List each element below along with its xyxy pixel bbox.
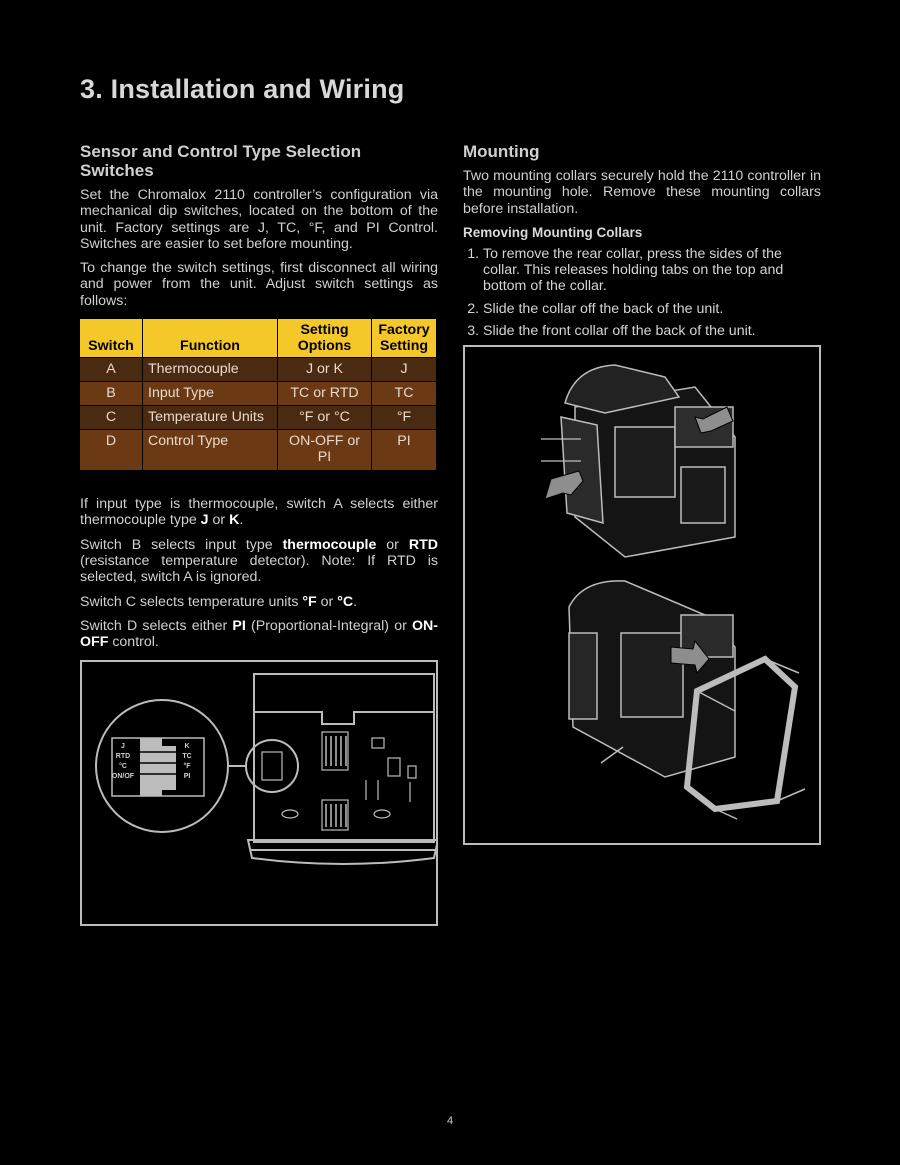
cell-factory: PI [371, 429, 436, 471]
table-row: D Control Type ON-OFF or PI PI [80, 429, 436, 471]
cell-options: °F or °C [277, 405, 372, 430]
mounting-collar-illustration [541, 364, 806, 821]
list-item: Slide the collar off the back of the uni… [483, 301, 821, 317]
section-heading-mounting: Mounting [463, 142, 540, 161]
paragraph-change-settings: To change the switch settings, first dis… [80, 260, 438, 309]
arrow-icon [544, 470, 584, 501]
cell-options: TC or RTD [277, 381, 372, 406]
dip-label-right: TC [182, 753, 191, 760]
controller-unit-front-collar [568, 580, 736, 779]
controller-top-edge [254, 711, 434, 726]
dip-switch-illustration: J RTD °C ON/OF K TC °F PI [95, 673, 436, 866]
cell-options: ON-OFF or PI [277, 429, 372, 471]
cell-function: Input Type [142, 381, 278, 406]
note-switch-c: Switch C selects temperature units °F or… [80, 593, 358, 610]
collar-steps-list: To remove the rear collar, press the sid… [463, 246, 821, 339]
slide-arrow-icon [670, 640, 710, 675]
cell-factory: °F [371, 405, 436, 430]
dip-label-left: ON/OF [112, 773, 135, 780]
controller-unit-rear-collar [560, 364, 736, 559]
section-heading-switches: Sensor and Control Type Selection Switch… [80, 142, 362, 180]
dip-label-right: K [184, 743, 189, 750]
paragraph-config: Set the Chromalox 2110 controller’s conf… [80, 187, 438, 252]
table-row: B Input Type TC or RTD TC [80, 381, 436, 406]
cell-function: Temperature Units [142, 405, 278, 430]
dip-label-left: RTD [116, 753, 130, 760]
header-factory-setting: Factory Setting [371, 319, 436, 358]
dip-label-left: °C [119, 762, 127, 770]
controller-bezel [246, 839, 436, 866]
dip-switch-figure: J RTD °C ON/OF K TC °F PI [80, 660, 438, 927]
arrow-icon [694, 406, 734, 434]
switch-table: Switch Function Setting Options Factory … [80, 319, 436, 471]
note-switch-a: If input type is thermocouple, switch A … [80, 496, 438, 529]
note-switch-d: Switch D selects either PI (Proportional… [80, 617, 439, 651]
dip-label-right: PI [184, 773, 191, 780]
page-title: 3. Installation and Wiring [80, 74, 405, 104]
mounting-collar-figure [463, 345, 821, 846]
cell-switch: C [80, 405, 143, 430]
subheading-removing-collars: Removing Mounting Collars [463, 224, 643, 240]
switches-section: Sensor and Control Type Selection Switch… [80, 142, 439, 927]
cell-factory: J [371, 357, 436, 382]
header-switch: Switch [80, 319, 143, 358]
controller-body [253, 673, 435, 844]
cell-function: Thermocouple [142, 357, 278, 382]
page-number: 4 [446, 1115, 454, 1127]
press-arrows [544, 406, 734, 501]
table-row: A Thermocouple J or K J [80, 357, 436, 382]
dip-label-right: °F [183, 762, 191, 770]
table-row: C Temperature Units °F or °C °F [80, 405, 436, 430]
table-header-row: Switch Function Setting Options Factory … [80, 319, 436, 358]
circuit-board-details [261, 731, 417, 832]
list-item: To remove the rear collar, press the sid… [483, 246, 821, 295]
dip-label-left: J [121, 743, 125, 750]
cell-switch: B [80, 381, 143, 406]
cell-function: Control Type [142, 429, 278, 471]
heat-fins [325, 736, 347, 828]
leader-lines [541, 438, 581, 462]
cell-switch: D [80, 429, 143, 471]
cell-factory: TC [371, 381, 436, 406]
list-item: Slide the front collar off the back of t… [483, 323, 821, 339]
mounting-section: Mounting Two mounting collars securely h… [463, 142, 821, 846]
small-circle [245, 739, 299, 794]
note-switch-b: Switch B selects input type thermocouple… [80, 536, 438, 586]
header-function: Function [142, 319, 278, 358]
dip-switch-block [111, 737, 205, 798]
paragraph-mounting: Two mounting collars securely hold the 2… [463, 168, 821, 217]
collar-screws [600, 658, 806, 821]
cell-switch: A [80, 357, 143, 382]
cell-options: J or K [277, 357, 372, 382]
header-setting-options: Setting Options [277, 319, 372, 358]
